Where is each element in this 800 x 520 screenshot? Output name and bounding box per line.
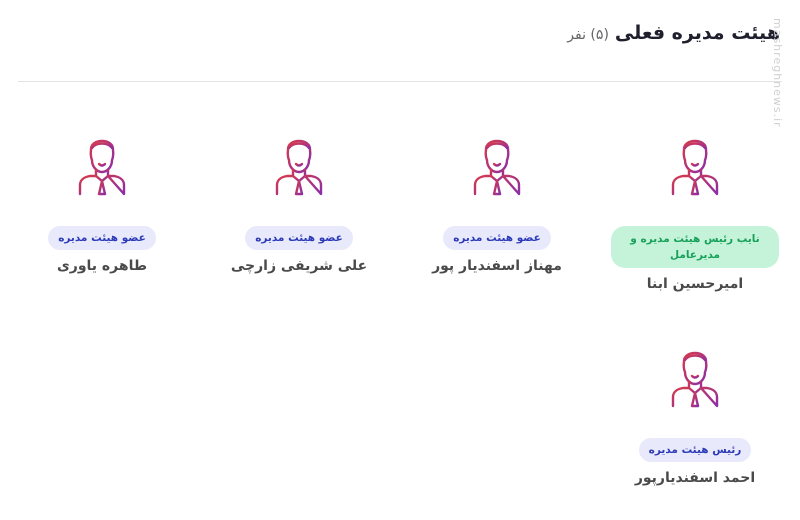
watermark: mashreghnews.ir — [771, 18, 784, 128]
member-card: رئیس هیئت مدیره احمد اسفندیارپور — [605, 342, 785, 486]
role-badge: عضو هیئت مدیره — [443, 226, 551, 250]
header-divider — [18, 81, 782, 82]
role-badge: عضو هیئت مدیره — [245, 226, 353, 250]
page-title: هیئت مدیره فعلی — [614, 22, 780, 44]
role-badge: رئیس هیئت مدیره — [638, 438, 752, 462]
role-badge: عضو هیئت مدیره — [48, 226, 156, 250]
member-name: امیرحسین ابنا — [646, 276, 744, 292]
member-name: احمد اسفندیارپور — [634, 470, 756, 486]
page-header: هیئت مدیره فعلی (۵) نفر — [567, 22, 780, 44]
user-avatar-icon — [671, 351, 719, 408]
user-avatar-icon — [78, 139, 126, 196]
member-card: عضو هیئت مدیره علی شریفی زارچی — [209, 130, 389, 274]
member-card: عضو هیئت مدیره مهناز اسفندیار پور — [407, 130, 587, 274]
member-name: طاهره یاوری — [56, 258, 148, 274]
role-badge: نایب رئیس هیئت مدیره و مدیرعامل — [611, 226, 779, 268]
member-card: نایب رئیس هیئت مدیره و مدیرعامل امیرحسین… — [605, 130, 785, 292]
user-avatar-icon — [671, 139, 719, 196]
member-count: (۵) نفر — [567, 27, 609, 43]
user-avatar-icon — [473, 139, 521, 196]
user-avatar-icon — [275, 139, 323, 196]
member-card: عضو هیئت مدیره طاهره یاوری — [12, 130, 192, 274]
member-name: مهناز اسفندیار پور — [432, 258, 562, 274]
member-name: علی شریفی زارچی — [230, 258, 368, 274]
